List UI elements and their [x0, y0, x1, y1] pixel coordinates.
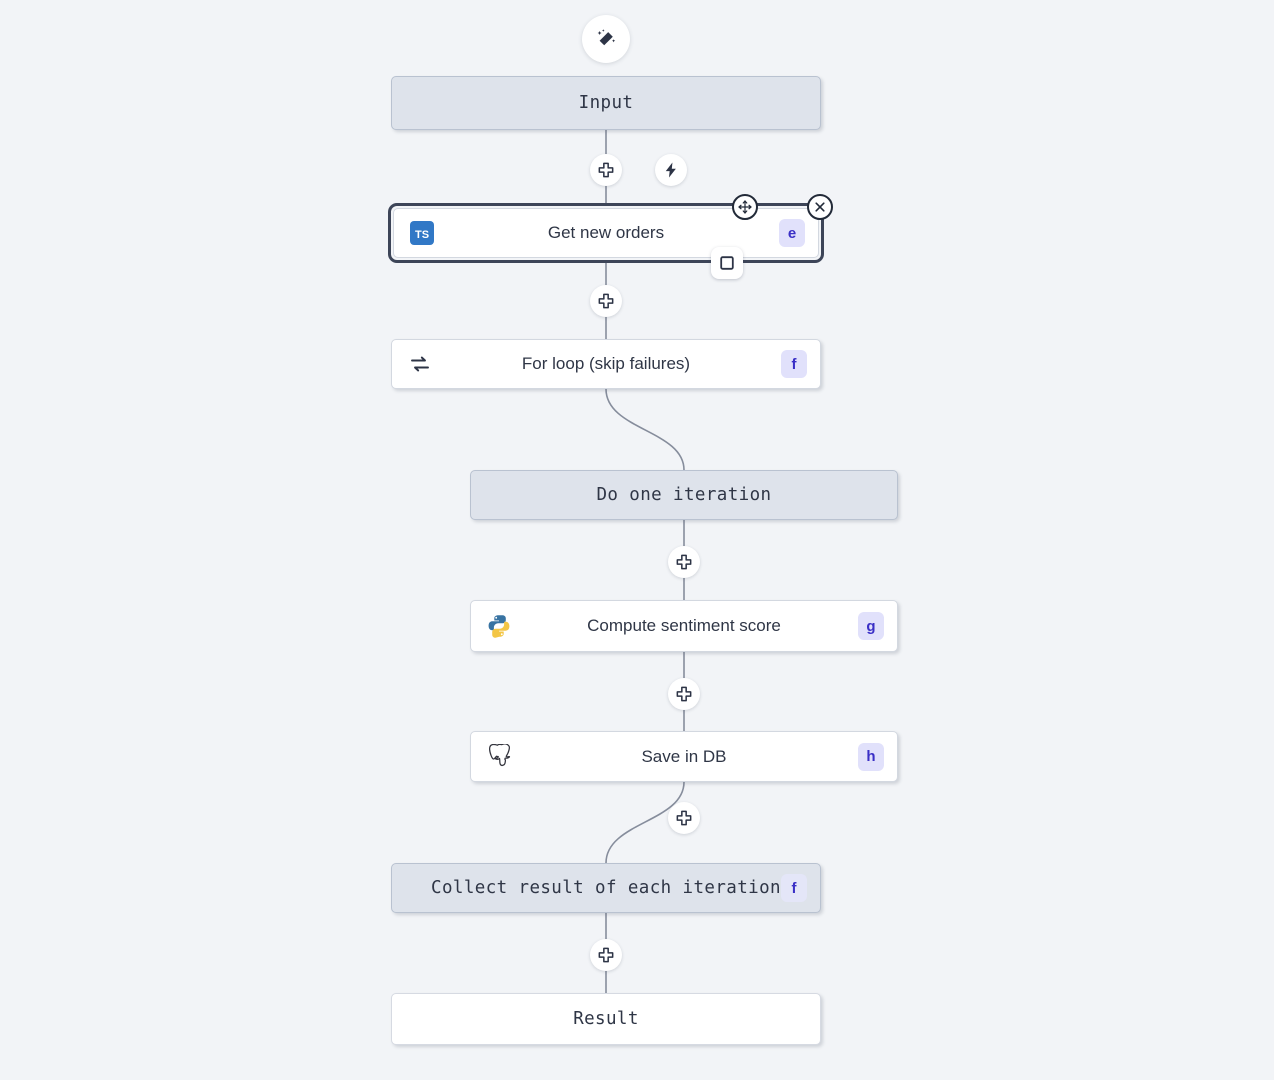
node-for-loop-badge[interactable]: f	[781, 350, 807, 378]
node-input-label: Input	[578, 93, 634, 113]
node-collect-result-badge[interactable]: f	[781, 874, 807, 902]
node-result[interactable]: Result	[391, 993, 821, 1045]
plus-icon	[597, 292, 615, 310]
node-for-loop[interactable]: For loop (skip failures) f	[391, 339, 821, 389]
node-input[interactable]: Input	[391, 76, 821, 130]
plus-icon	[597, 946, 615, 964]
plus-icon	[675, 809, 693, 827]
expand-square-icon	[719, 255, 735, 271]
node-result-label: Result	[573, 1009, 639, 1029]
ai-assistant-button[interactable]	[582, 15, 630, 63]
move-handle[interactable]	[732, 194, 758, 220]
node-get-new-orders-selection[interactable]: TS Get new orders e	[388, 203, 824, 263]
node-save-in-db[interactable]: Save in DB h	[470, 731, 898, 782]
svg-text:TS: TS	[415, 229, 429, 241]
add-step-button-after-get-new-orders[interactable]	[590, 285, 622, 317]
postgresql-icon	[485, 743, 513, 771]
node-save-in-db-label: Save in DB	[641, 746, 727, 766]
node-collect-result[interactable]: Collect result of each iteration f	[391, 863, 821, 913]
typescript-icon: TS	[408, 219, 436, 247]
node-save-in-db-badge[interactable]: h	[858, 742, 884, 771]
python-icon	[485, 612, 513, 640]
node-get-new-orders-badge[interactable]: e	[779, 219, 805, 247]
plus-icon	[675, 685, 693, 703]
edge-forloop-to-dooneiteration	[605, 388, 685, 471]
plus-icon	[597, 161, 615, 179]
add-step-button-after-compute-sentiment-score[interactable]	[668, 678, 700, 710]
node-compute-sentiment-score[interactable]: Compute sentiment score g	[470, 600, 898, 652]
plus-icon	[675, 553, 693, 571]
node-compute-sentiment-score-label: Compute sentiment score	[587, 616, 781, 635]
node-for-loop-label: For loop (skip failures)	[521, 354, 691, 373]
loop-repeat-icon	[406, 350, 434, 378]
lightning-bolt-icon	[662, 161, 680, 179]
add-step-button-after-save-in-db[interactable]	[668, 802, 700, 834]
node-do-one-iteration-label: Do one iteration	[596, 485, 772, 505]
expand-node-button[interactable]	[711, 247, 743, 279]
node-collect-result-label: Collect result of each iteration	[431, 878, 781, 898]
node-compute-sentiment-score-badge[interactable]: g	[858, 612, 884, 640]
add-step-button-after-collect-result[interactable]	[590, 939, 622, 971]
close-node-button[interactable]	[807, 194, 833, 220]
trigger-button[interactable]	[655, 154, 687, 186]
add-step-button-after-input[interactable]	[590, 154, 622, 186]
node-get-new-orders-label: Get new orders	[547, 223, 665, 242]
node-get-new-orders[interactable]: TS Get new orders e	[393, 208, 819, 258]
add-step-button-after-do-one-iteration[interactable]	[668, 546, 700, 578]
close-x-icon	[813, 200, 827, 214]
magic-wand-icon	[594, 27, 618, 51]
move-cross-arrows-icon	[737, 199, 753, 215]
node-do-one-iteration[interactable]: Do one iteration	[470, 470, 898, 520]
